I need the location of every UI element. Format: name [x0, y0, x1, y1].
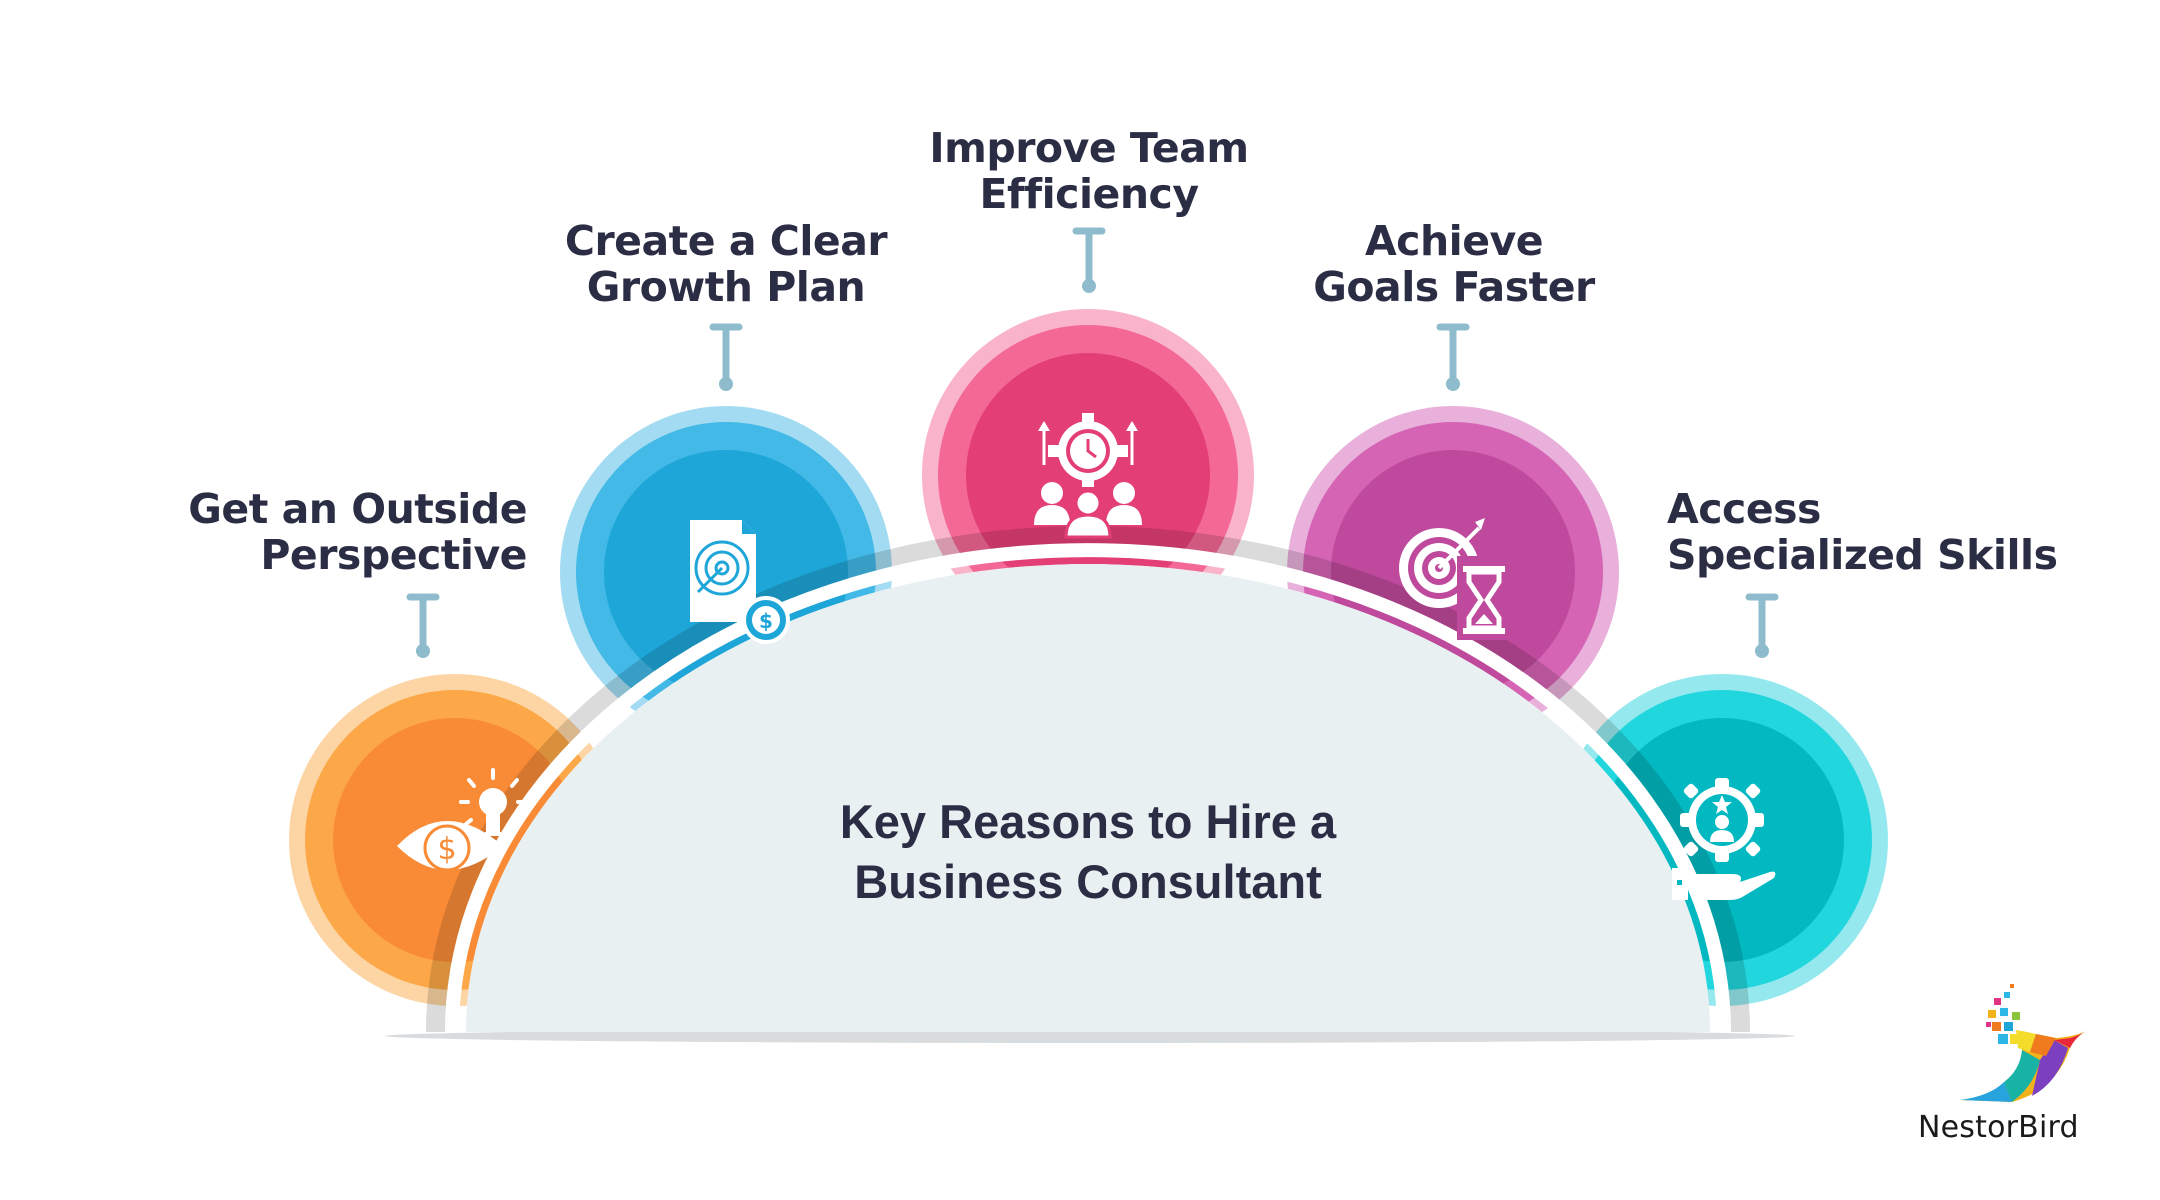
svg-text:$: $	[759, 609, 773, 633]
label-specialized-skills: Access Specialized Skills	[1667, 485, 2058, 579]
eye-dollar-lightbulb-icon: $	[397, 768, 527, 872]
connector-team-efficiency	[1072, 227, 1106, 293]
pixel-bird-logo-icon	[1960, 984, 2088, 1102]
label-team-efficiency-line1: Improve Team	[929, 124, 1249, 172]
label-goals-faster-line2: Goals Faster	[1313, 263, 1595, 311]
target-hourglass-icon	[1399, 518, 1513, 640]
label-specialized-skills-line1: Access	[1667, 485, 1821, 533]
connector-growth-plan	[709, 323, 743, 391]
label-outside-perspective-line1: Get an Outside	[188, 485, 527, 533]
connector-outside-perspective	[406, 593, 440, 658]
page-title: Key Reasons to Hire a Business Consultan…	[840, 792, 1336, 912]
label-outside-perspective: Get an Outside Perspective	[188, 486, 527, 578]
label-goals-faster: Achieve Goals Faster	[1313, 218, 1595, 310]
connector-specialized-skills	[1745, 593, 1779, 658]
team-gear-clock-icon	[1034, 413, 1142, 539]
svg-text:$: $	[437, 832, 456, 867]
ground-shadow	[385, 1029, 1795, 1043]
label-growth-plan: Create a Clear Growth Plan	[564, 217, 888, 311]
label-goals-faster-line1: Achieve	[1364, 217, 1544, 265]
hand-gear-person-icon	[1672, 778, 1776, 900]
label-team-efficiency: Improve Team Efficiency	[929, 124, 1249, 218]
document-target-dollar-icon: $	[690, 520, 790, 644]
label-outside-perspective-line2: Perspective	[260, 531, 527, 579]
brand-name: NestorBird	[1918, 1110, 2079, 1145]
label-growth-plan-line2: Growth Plan	[586, 263, 866, 311]
label-team-efficiency-line2: Efficiency	[979, 170, 1199, 218]
label-growth-plan-line1: Create a Clear	[564, 217, 888, 265]
connector-goals-faster	[1436, 323, 1470, 391]
center-dome	[466, 564, 1710, 1032]
page-title-line2: Business Consultant	[854, 855, 1322, 908]
label-specialized-skills-line2: Specialized Skills	[1667, 531, 2058, 579]
page-title-line1: Key Reasons to Hire a	[839, 795, 1337, 848]
